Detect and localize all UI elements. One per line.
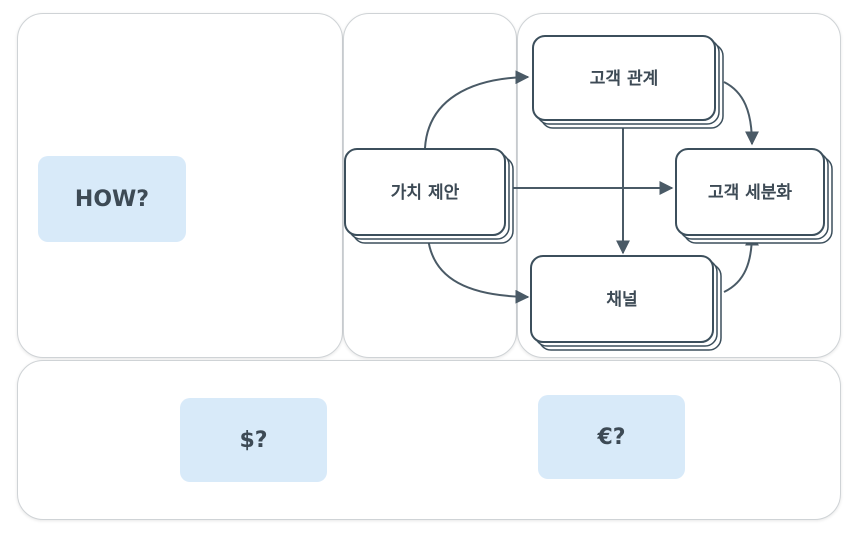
node-channels: 채널	[530, 255, 722, 351]
node-customer-segments: 고객 세분화	[675, 148, 833, 244]
arrow-value-to-relationships	[424, 70, 530, 149]
finance-panel	[17, 360, 841, 520]
node-label-channels: 채널	[606, 290, 637, 310]
revenue-tag: €?	[538, 395, 685, 479]
how-tag: HOW?	[38, 156, 186, 242]
node-customer-relationships: 고객 관계	[532, 35, 724, 129]
node-value-proposition: 가치 제안	[344, 148, 514, 244]
node-label-value-proposition: 가치 제안	[391, 183, 460, 203]
node-label-customer-relationships: 고객 관계	[590, 69, 658, 89]
cost-tag: $?	[180, 398, 327, 482]
node-label-customer-segments: 고객 세분화	[708, 183, 792, 203]
arrow-value-to-channels	[427, 237, 530, 304]
arrow-relationships-to-segments	[723, 81, 759, 146]
